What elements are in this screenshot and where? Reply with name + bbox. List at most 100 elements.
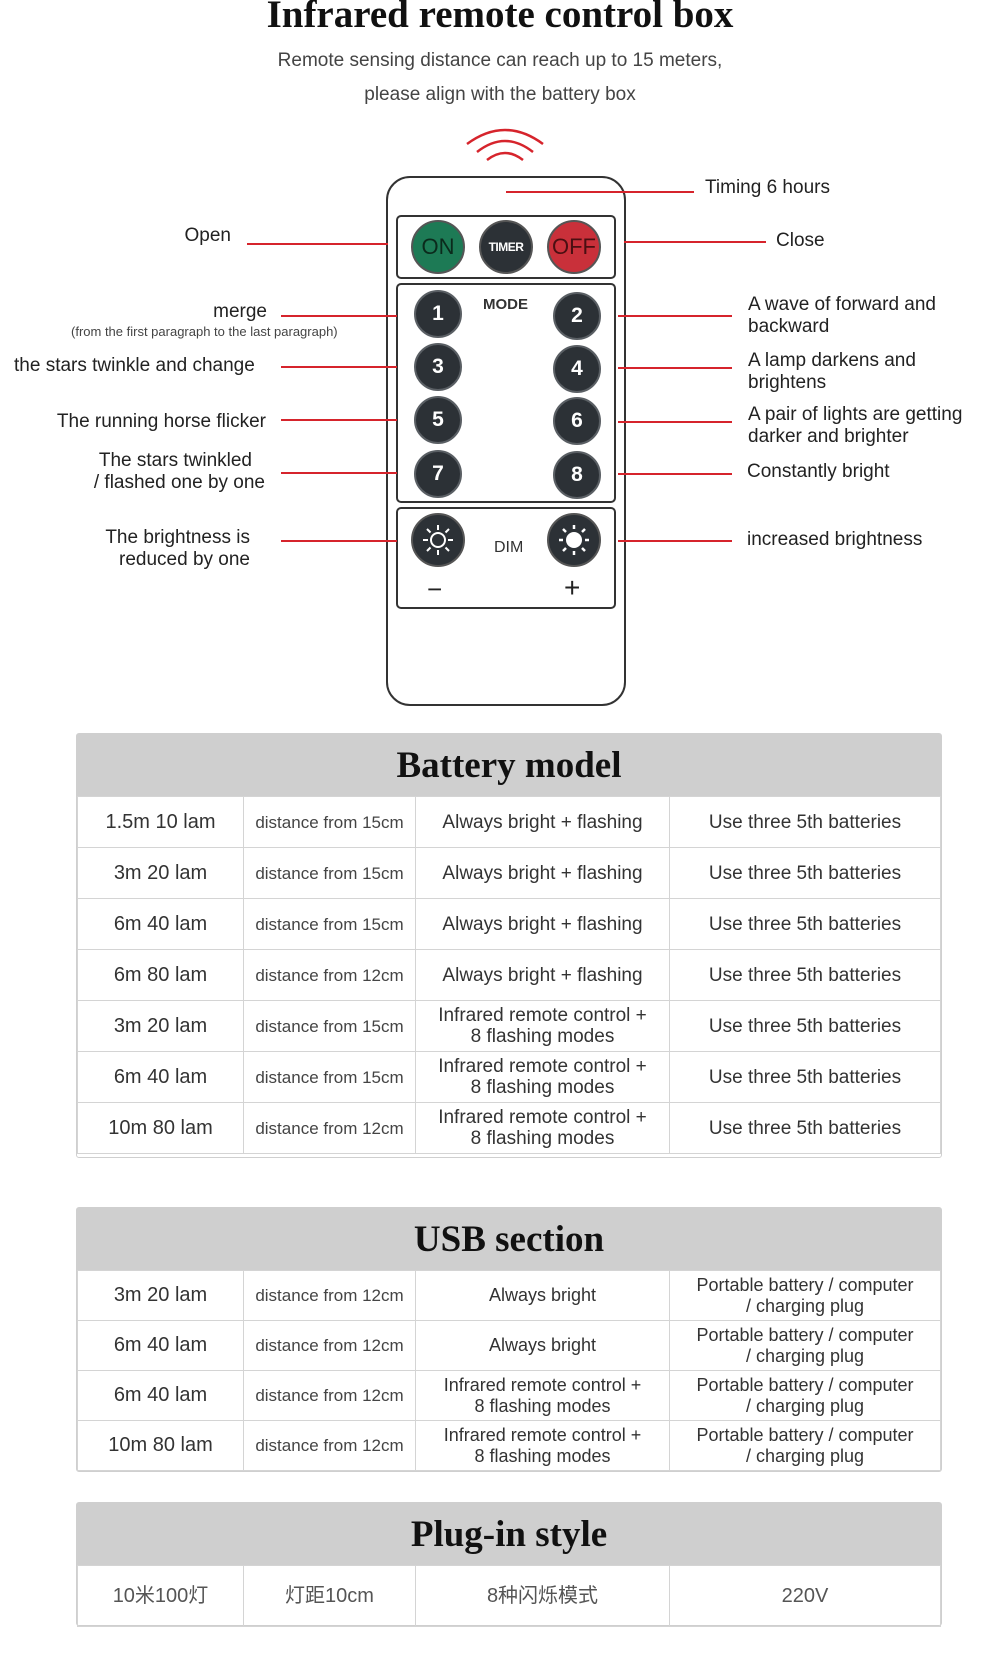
page-title: Infrared remote control box <box>266 0 734 36</box>
mode-line-1: Always bright + flashing <box>442 811 643 833</box>
plug-in-table: 10米100灯 灯距10cm 8种闪烁模式 220V <box>77 1565 941 1627</box>
distance-cell: distance from 12cm <box>243 1320 416 1371</box>
power-line-1: Portable battery / computer <box>696 1424 914 1445</box>
mode-label: MODE <box>483 296 528 313</box>
timer-button[interactable]: TIMER <box>479 220 533 274</box>
mode-line-2: 8 flashing modes <box>470 1026 615 1047</box>
mode-cell: Always bright <box>415 1270 670 1321</box>
callout-running-horse: The running horse flicker <box>56 411 266 432</box>
mode-line-2: 8 flashing modes <box>474 1445 611 1466</box>
subtitle-line-2: please align with the battery box <box>364 84 636 105</box>
distance-cell: distance from 12cm <box>243 1270 416 1321</box>
leader-line-5 <box>281 419 397 421</box>
leader-line-8 <box>618 473 732 475</box>
callout-pair-lights-1: A pair of lights are getting <box>748 404 963 425</box>
power-cell: Use three 5th batteries <box>669 796 941 848</box>
battery-model-title: Battery model <box>77 734 941 796</box>
power-cell: Use three 5th batteries <box>669 1000 941 1052</box>
distance-cell: distance from 12cm <box>243 949 416 1001</box>
mode-line-1: Infrared remote control + <box>438 1056 647 1077</box>
minus-sign: − <box>427 574 443 604</box>
power-cell: Use three 5th batteries <box>669 898 941 950</box>
mode-cell: Infrared remote control +8 flashing mode… <box>415 1000 670 1052</box>
mode-line-1: Always bright + flashing <box>442 964 643 986</box>
dim-panel <box>396 507 616 609</box>
power-line-2: / charging plug <box>745 1445 865 1466</box>
leader-line-3 <box>281 366 397 368</box>
mode-line-1: Always bright <box>488 1285 597 1305</box>
callout-stars-twinkled-1: The stars twinkled <box>98 450 252 471</box>
distance-cell: distance from 15cm <box>243 796 416 848</box>
length-cell: 10m 80 lam <box>77 1420 244 1471</box>
callout-timing: Timing 6 hours <box>705 177 830 198</box>
leader-line-4 <box>618 367 732 369</box>
distance-cell: distance from 15cm <box>243 1000 416 1052</box>
leader-line-open <box>247 243 388 245</box>
power-line-2: / charging plug <box>745 1295 865 1316</box>
leader-line-timer <box>506 191 694 193</box>
mode-button-5[interactable]: 5 <box>414 396 462 444</box>
power-cell: Portable battery / computer/ charging pl… <box>669 1270 941 1321</box>
mode-button-2[interactable]: 2 <box>553 292 601 340</box>
power-line-1: Portable battery / computer <box>696 1274 914 1295</box>
mode-cell: Always bright + flashing <box>415 949 670 1001</box>
mode-cell: Always bright + flashing <box>415 796 670 848</box>
dim-down-button[interactable] <box>411 513 465 567</box>
length-cell: 6m 40 lam <box>77 1370 244 1421</box>
distance-cell: distance from 12cm <box>243 1420 416 1471</box>
mode-panel <box>396 283 616 503</box>
distance-cell: distance from 12cm <box>243 1370 416 1421</box>
mode-button-6[interactable]: 6 <box>553 397 601 445</box>
mode-button-3[interactable]: 3 <box>414 343 462 391</box>
mode-cell: Infrared remote control +8 flashing mode… <box>415 1370 670 1421</box>
power-cell: Portable battery / computer/ charging pl… <box>669 1370 941 1421</box>
mode-button-8[interactable]: 8 <box>553 451 601 499</box>
power-cell: 220V <box>669 1565 941 1627</box>
length-cell: 6m 40 lam <box>77 1320 244 1371</box>
power-cell: Use three 5th batteries <box>669 1051 941 1103</box>
length-cell: 6m 80 lam <box>77 949 244 1001</box>
mode-button-7[interactable]: 7 <box>414 450 462 498</box>
distance-cell: distance from 15cm <box>243 1051 416 1103</box>
callout-brightness-reduced-2: reduced by one <box>119 549 250 570</box>
dim-up-button[interactable] <box>547 513 601 567</box>
mode-line-1: Infrared remote control + <box>438 1107 647 1128</box>
leader-line-6 <box>618 421 732 423</box>
sun-filled-icon <box>559 525 589 555</box>
power-button-panel <box>396 215 616 279</box>
mode-button-1[interactable]: 1 <box>414 290 462 338</box>
callout-pair-lights-2: darker and brighter <box>748 426 909 447</box>
callout-close: Close <box>776 230 825 251</box>
callout-brightness-reduced-1: The brightness is <box>105 527 250 548</box>
mode-cell: Infrared remote control +8 flashing mode… <box>415 1420 670 1471</box>
mode-cell: Always bright + flashing <box>415 898 670 950</box>
callout-constantly-bright: Constantly bright <box>747 461 890 482</box>
mode-cell: Infrared remote control +8 flashing mode… <box>415 1051 670 1103</box>
callout-merge: merge <box>213 301 267 322</box>
plug-in-title: Plug-in style <box>77 1503 941 1565</box>
callout-lamp-darkens-2: brightens <box>748 372 827 393</box>
mode-line-1: Always bright <box>488 1335 597 1355</box>
off-button[interactable]: OFF <box>547 220 601 274</box>
length-cell: 3m 20 lam <box>77 1270 244 1321</box>
mode-line-2: 8 flashing modes <box>474 1395 611 1416</box>
power-line-1: Portable battery / computer <box>696 1324 914 1345</box>
power-line-2: / charging plug <box>745 1345 865 1366</box>
mode-line-1: Infrared remote control + <box>438 1005 647 1026</box>
distance-cell: distance from 12cm <box>243 1102 416 1154</box>
mode-button-4[interactable]: 4 <box>553 345 601 393</box>
leader-line-close <box>624 241 766 243</box>
leader-line-dim-up <box>618 540 732 542</box>
on-button[interactable]: ON <box>411 220 465 274</box>
mode-line-1: Infrared remote control + <box>443 1424 642 1445</box>
length-cell: 6m 40 lam <box>77 898 244 950</box>
callout-merge-note: (from the first paragraph to the last pa… <box>71 324 338 339</box>
callout-increased-brightness: increased brightness <box>747 529 923 550</box>
